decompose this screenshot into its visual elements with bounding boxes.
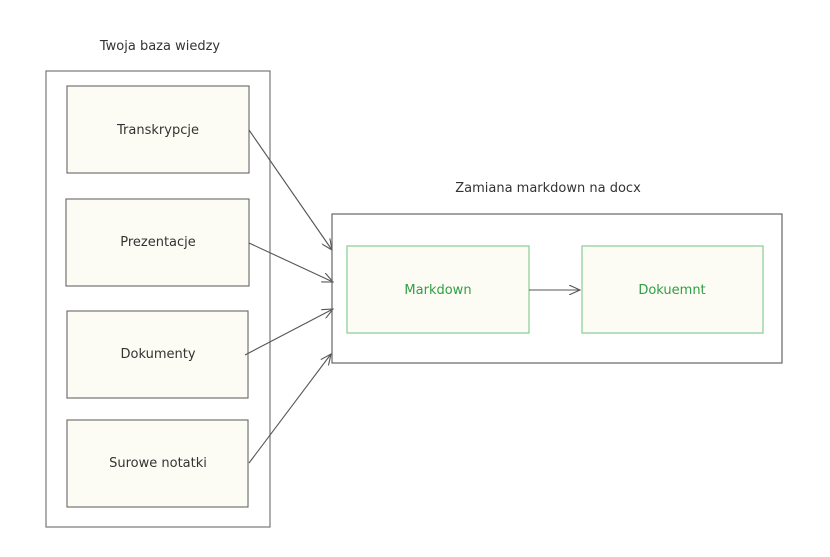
markdown-label: Markdown	[404, 283, 471, 298]
kb-item-prezentacje[interactable]: Prezentacje	[65, 198, 250, 287]
conversion-title: Zamiana markdown na docx	[455, 181, 641, 196]
markdown-node[interactable]: Markdown	[346, 245, 530, 334]
arrow-dokumenty	[244, 309, 333, 356]
kb-item-transkrypcje[interactable]: Transkrypcje	[66, 85, 250, 174]
arrow-prezentacje	[248, 242, 333, 282]
kb-item-label: Surowe notatki	[109, 456, 207, 471]
arrow-surowe-notatki	[248, 354, 331, 464]
knowledge-base-title: Twoja baza wiedzy	[99, 39, 221, 54]
document-label: Dokuemnt	[638, 283, 705, 298]
kb-item-label: Prezentacje	[120, 235, 196, 250]
kb-item-label: Dokumenty	[120, 347, 195, 362]
kb-item-label: Transkrypcje	[116, 123, 199, 138]
conversion-container	[331, 213, 783, 364]
kb-item-surowe-notatki[interactable]: Surowe notatki	[66, 419, 249, 508]
arrow-transkrypcje	[248, 129, 332, 250]
document-node[interactable]: Dokuemnt	[581, 245, 764, 334]
kb-item-dokumenty[interactable]: Dokumenty	[66, 310, 249, 399]
knowledge-base-container	[45, 70, 271, 528]
